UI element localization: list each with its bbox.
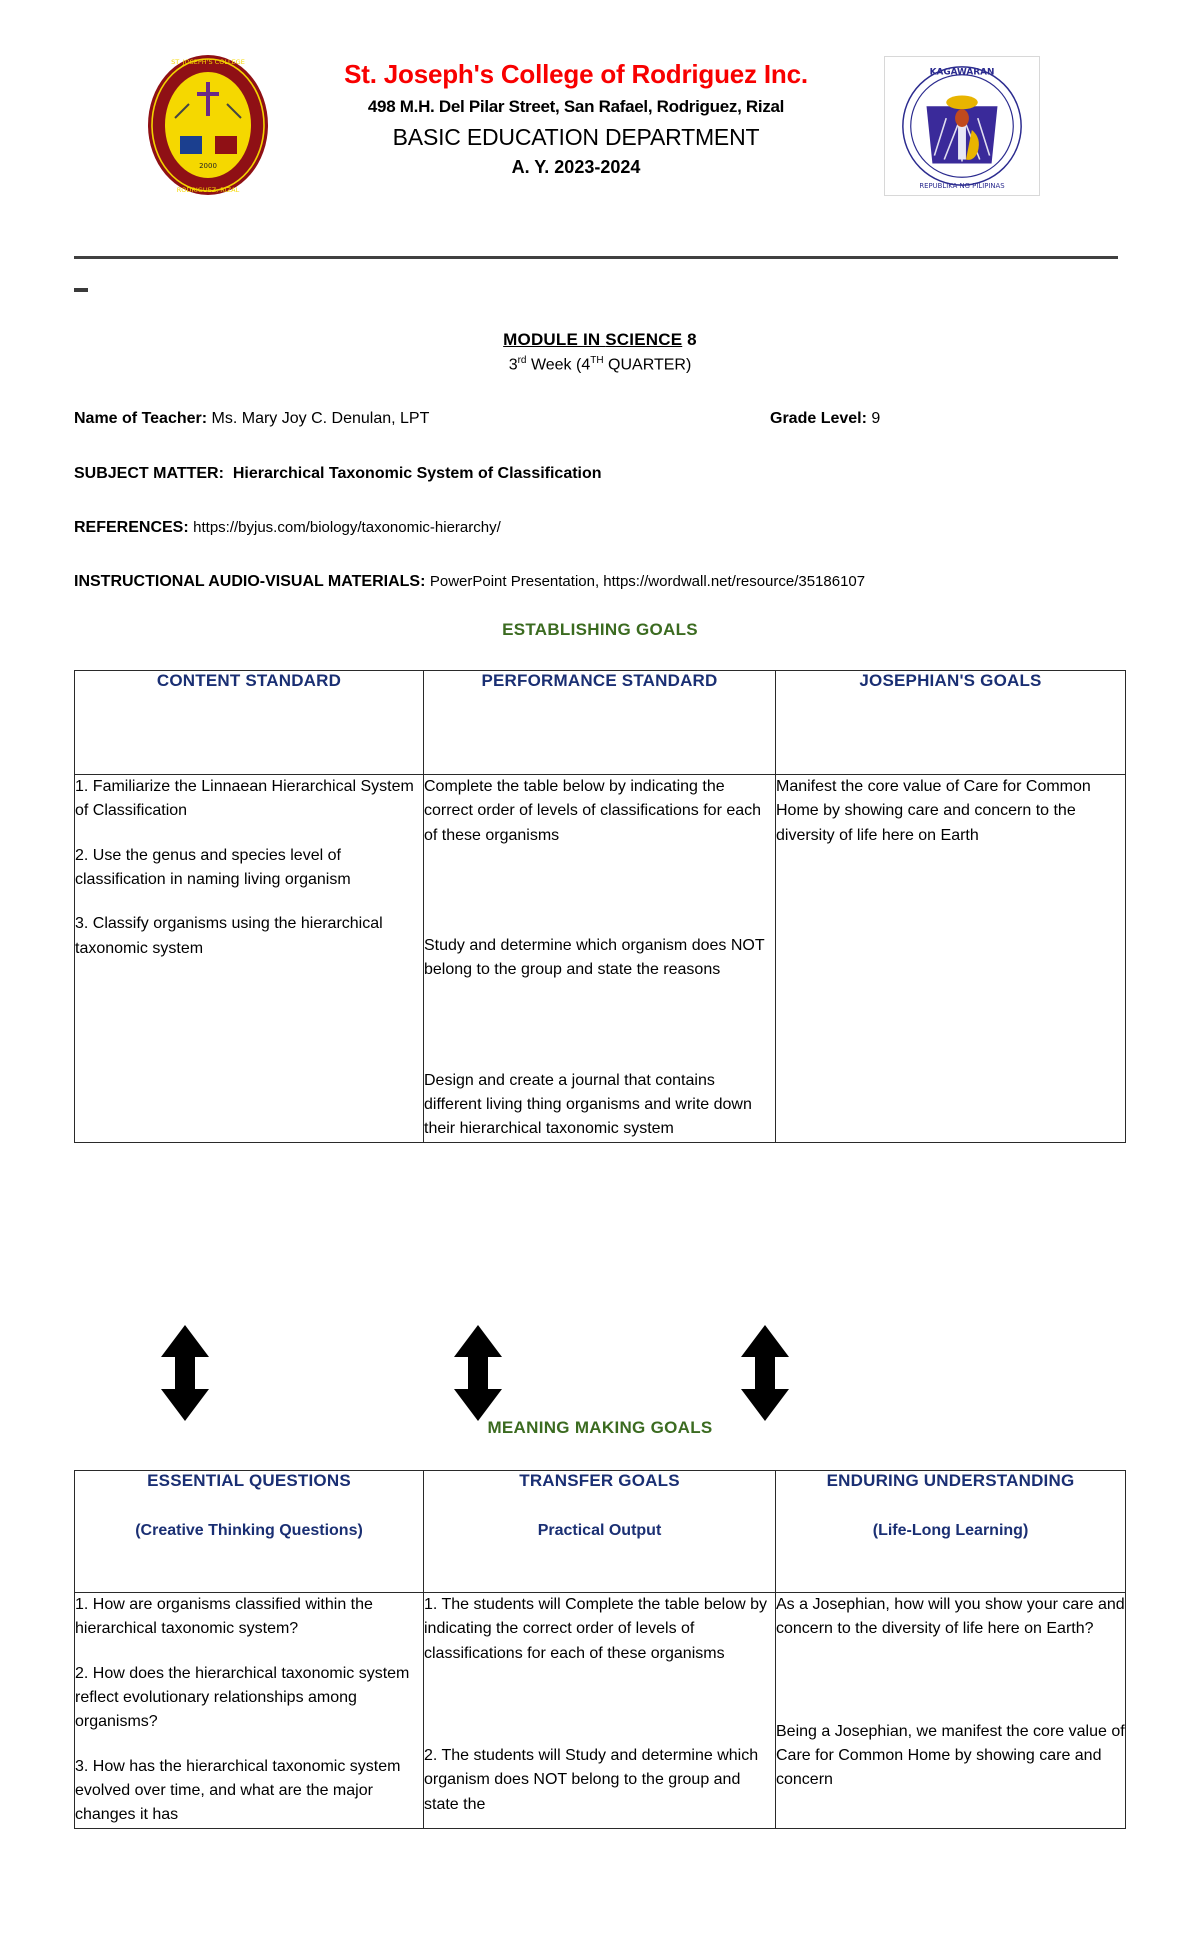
table-header-row: CONTENT STANDARD PERFORMANCE STANDARD JO… <box>74 670 1126 775</box>
cell-essential-questions: 1. How are organisms classified within t… <box>74 1592 424 1829</box>
header-sublabel: (Life-Long Learning) <box>872 1522 1029 1539</box>
header-label: ESSENTIAL QUESTIONS <box>147 1471 351 1490</box>
section-heading-establishing-goals: ESTABLISHING GOALS <box>502 620 698 639</box>
week-word: Week (4 <box>526 356 591 374</box>
svg-text:ST. JOSEPH'S COLLEGE: ST. JOSEPH'S COLLEGE <box>171 58 245 66</box>
spacer <box>776 1662 1125 1720</box>
list-item: 1. The students will Complete the table … <box>424 1596 768 1662</box>
svg-text:REPUBLIKA NG PILIPINAS: REPUBLIKA NG PILIPINAS <box>919 182 1004 190</box>
list-item: Design and create a journal that contain… <box>424 1071 752 1138</box>
grade-value: 9 <box>871 410 881 427</box>
header-text-block: St. Joseph's College of Rodriguez Inc. 4… <box>286 58 866 180</box>
list-item: 2. How does the hierarchical taxonomic s… <box>75 1664 410 1731</box>
svg-text:RODRIGUEZ, RIZAL: RODRIGUEZ, RIZAL <box>177 186 240 194</box>
quarter-word: QUARTER) <box>603 356 692 374</box>
list-item: 2. The students will Study and determine… <box>424 1746 759 1813</box>
list-item: 3. Classify organisms using the hierarch… <box>75 915 383 957</box>
header-sublabel: (Creative Thinking Questions) <box>135 1522 363 1539</box>
section-heading-meaning-making-goals: MEANING MAKING GOALS <box>487 1418 713 1437</box>
list-item: Study and determine which organism does … <box>424 936 765 979</box>
header-label: CONTENT STANDARD <box>156 671 342 690</box>
table-row: 1. Familiarize the Linnaean Hierarchical… <box>74 774 1126 1143</box>
school-department: BASIC EDUCATION DEPARTMENT <box>392 124 760 150</box>
subject-value: Hierarchical Taxonomic System of Classif… <box>232 465 602 482</box>
establishing-goals-table: CONTENT STANDARD PERFORMANCE STANDARD JO… <box>74 670 1126 1315</box>
spacer <box>424 1003 775 1069</box>
grade-level-line: Grade Level: 9 <box>770 410 880 428</box>
subject-label: SUBJECT MATTER: <box>74 465 224 482</box>
audio-visual-label: INSTRUCTIONAL AUDIO-VISUAL MATERIALS: <box>74 573 426 590</box>
header-label: PERFORMANCE STANDARD <box>481 671 718 690</box>
audio-visual-value[interactable]: PowerPoint Presentation, https://wordwal… <box>429 573 866 590</box>
school-academic-year: A. Y. 2023-2024 <box>511 157 641 177</box>
cell-performance-standard: Complete the table below by indicating t… <box>423 774 776 1143</box>
header-label: TRANSFER GOALS <box>519 1471 680 1490</box>
list-item: 3. How has the hierarchical taxonomic sy… <box>75 1757 401 1824</box>
spacer <box>424 868 775 934</box>
teacher-line: Name of Teacher: Ms. Mary Joy C. Denulan… <box>74 410 429 428</box>
deped-seal-icon: KAGAWARAN REPUBLIKA NG PILIPINAS <box>884 56 1040 196</box>
spacer <box>424 1686 775 1744</box>
double-arrow-icon-left <box>157 1325 213 1421</box>
header-sublabel: Practical Output <box>537 1522 662 1539</box>
header-label: ENDURING UNDERSTANDING <box>826 1471 1075 1490</box>
list-item: Being a Josephian, we manifest the core … <box>776 1722 1125 1789</box>
school-name: St. Joseph's College of Rodriguez Inc. <box>344 59 808 89</box>
table-header-row: ESSENTIAL QUESTIONS (Creative Thinking Q… <box>74 1470 1126 1593</box>
school-seal-icon: 2000 ST. JOSEPH'S COLLEGE RODRIGUEZ, RIZ… <box>135 52 281 198</box>
quarter-ordinal-suffix: TH <box>590 355 604 366</box>
teacher-label: Name of Teacher: <box>74 410 208 427</box>
module-title-prefix: MODULE IN <box>503 330 606 349</box>
document-header: 2000 ST. JOSEPH'S COLLEGE RODRIGUEZ, RIZ… <box>0 0 1200 250</box>
audio-visual-line: INSTRUCTIONAL AUDIO-VISUAL MATERIALS: Po… <box>74 573 865 591</box>
header-content-standard: CONTENT STANDARD <box>74 670 424 775</box>
cell-transfer-goals: 1. The students will Complete the table … <box>423 1592 776 1829</box>
small-dash-mark <box>74 288 88 292</box>
double-arrow-icon-center <box>450 1325 506 1421</box>
table-row: 1. How are organisms classified within t… <box>74 1592 1126 1829</box>
cell-josephians-goals: Manifest the core value of Care for Comm… <box>775 774 1126 1143</box>
cell-enduring-understanding: As a Josephian, how will you show your c… <box>775 1592 1126 1829</box>
teacher-value: Ms. Mary Joy C. Denulan, LPT <box>211 410 430 427</box>
grade-label: Grade Level: <box>770 410 867 427</box>
list-item: 1. How are organisms classified within t… <box>75 1596 373 1638</box>
module-title: MODULE IN SCIENCE 8 <box>0 330 1200 350</box>
module-week-quarter: 3rd Week (4TH QUARTER) <box>0 355 1200 374</box>
list-item: Manifest the core value of Care for Comm… <box>776 778 1091 844</box>
school-address: 498 M.H. Del Pilar Street, San Rafael, R… <box>367 97 785 116</box>
header-enduring-understanding: ENDURING UNDERSTANDING (Life-Long Learni… <box>775 1470 1126 1593</box>
header-essential-questions: ESSENTIAL QUESTIONS (Creative Thinking Q… <box>74 1470 424 1593</box>
double-arrow-icon-right <box>737 1325 793 1421</box>
meaning-making-goals-table: ESSENTIAL QUESTIONS (Creative Thinking Q… <box>74 1470 1126 1952</box>
header-transfer-goals: TRANSFER GOALS Practical Output <box>423 1470 776 1593</box>
svg-text:2000: 2000 <box>199 162 217 170</box>
list-item: 2. Use the genus and species level of cl… <box>75 846 351 888</box>
references-value[interactable]: https://byjus.com/biology/taxonomic-hier… <box>193 519 501 536</box>
module-title-number: 8 <box>682 330 697 349</box>
header-performance-standard: PERFORMANCE STANDARD <box>423 670 776 775</box>
list-item: Complete the table below by indicating t… <box>424 778 762 844</box>
references-label: REFERENCES: <box>74 519 189 536</box>
cell-content-standard: 1. Familiarize the Linnaean Hierarchical… <box>74 774 424 1143</box>
subject-matter-line: SUBJECT MATTER: Hierarchical Taxonomic S… <box>74 465 602 483</box>
svg-text:KAGAWARAN: KAGAWARAN <box>930 68 995 78</box>
week-number: 3 <box>508 356 518 374</box>
references-line: REFERENCES: https://byjus.com/biology/ta… <box>74 519 501 537</box>
list-item: 1. Familiarize the Linnaean Hierarchical… <box>75 778 414 820</box>
header-josephians-goals: JOSEPHIAN'S GOALS <box>775 670 1126 775</box>
header-label: JOSEPHIAN'S GOALS <box>859 671 1042 690</box>
module-title-subject: SCIENCE <box>605 330 683 349</box>
header-divider <box>74 256 1118 259</box>
week-ordinal-suffix: rd <box>517 355 527 366</box>
list-item: As a Josephian, how will you show your c… <box>776 1596 1125 1638</box>
